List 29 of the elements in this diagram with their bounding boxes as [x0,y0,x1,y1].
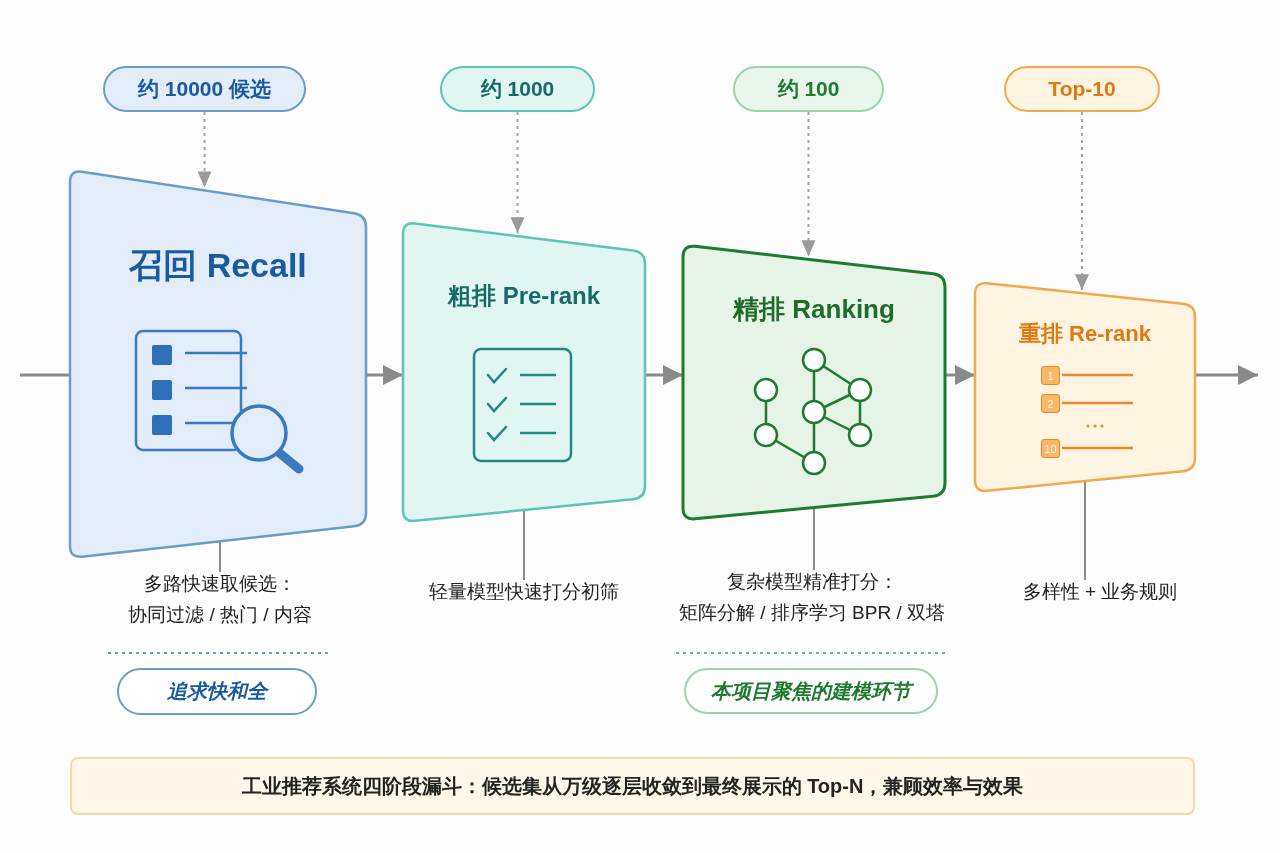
flow-arrow [645,365,683,385]
stage-description: 复杂模型精准打分：矩阵分解 / 排序学习 BPR / 双塔 [679,571,945,624]
stage-title: 粗排 Pre-rank [447,282,601,310]
stage-title: 精排 Ranking [733,294,895,325]
dashed-arrow [197,111,212,189]
dashed-arrow [510,111,525,235]
note-pill: 本项目聚焦的建模环节 [684,668,938,714]
flow-arrow [1195,365,1258,385]
leader-line [523,509,525,581]
leader-line [1084,480,1086,581]
rank-badge: 1 [1041,366,1060,385]
input-line [20,373,70,377]
rank-badge: 2 [1041,394,1060,413]
stage-title: 重排 Re-rank [1018,320,1151,346]
note-pill: 追求快和全 [117,668,317,715]
count-pill: 约 100 [733,66,884,112]
flow-arrow [945,365,975,385]
stage-description: 轻量模型快速打分初筛 [429,581,619,602]
count-pill: Top-10 [1004,66,1160,112]
summary-banner: 工业推荐系统四阶段漏斗：候选集从万级逐层收敛到最终展示的 Top-N，兼顾效率与效果 [70,757,1195,815]
count-pill: 约 1000 [440,66,595,112]
rank-badge: 10 [1041,439,1060,458]
stage-description: 多样性 + 业务规则 [1022,581,1178,602]
flow-arrow [366,365,403,385]
dashed-arrow [801,111,816,258]
count-pill: 约 10000 候选 [103,66,306,112]
dashed-arrow [1075,111,1089,292]
stage-description: 多路快速取候选：协同过滤 / 热门 / 内容 [128,573,312,626]
stage-title: 召回 Recall [129,245,307,284]
